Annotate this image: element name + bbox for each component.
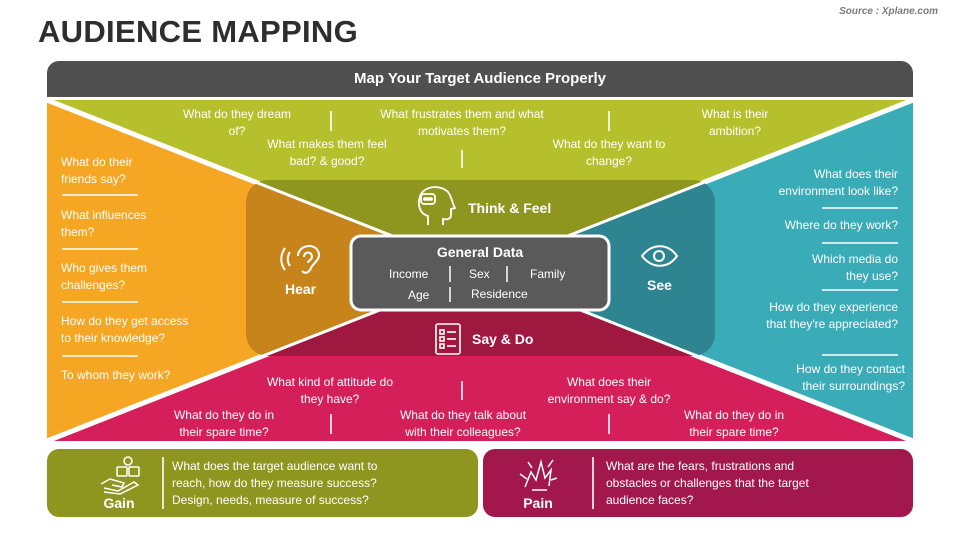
see-question: How do they experience that they're appr… xyxy=(766,300,898,331)
pain-burst-icon xyxy=(519,459,558,491)
checklist-icon xyxy=(435,323,461,355)
pain-text: What are the fears, frustrations and obs… xyxy=(606,459,809,507)
think-feel-question: What do they want to change? xyxy=(552,137,666,168)
coins-hand-icon xyxy=(100,456,140,495)
think-feel-question: What do they dream of? xyxy=(182,107,292,138)
say-do-question: What do they do in their spare time? xyxy=(173,408,275,439)
say-do-question: What do they do in their spare time? xyxy=(683,408,785,439)
say-do-region xyxy=(47,272,913,441)
hear-question: What influences them? xyxy=(61,208,147,239)
hear-question: Who gives them challenges? xyxy=(61,261,148,292)
question-dividers xyxy=(62,111,898,434)
think-feel-question: What is their ambition? xyxy=(701,107,769,138)
see-question: Which media do they use? xyxy=(811,252,898,283)
think-feel-question: What frustrates them and what motivates … xyxy=(380,107,544,138)
general-data-item: Age xyxy=(408,288,430,302)
say-do-question: What does their environment say & do? xyxy=(547,375,671,406)
hear-question: How do they get access to their knowledg… xyxy=(61,314,189,345)
think-feel-inner xyxy=(246,180,715,272)
see-question: How do they contact their surroundings? xyxy=(796,362,905,393)
general-data-item: Sex xyxy=(469,267,490,281)
hear-inner xyxy=(246,180,480,356)
source-note: Source : Xplane.com xyxy=(839,6,938,17)
gain-label: Gain xyxy=(103,495,135,511)
hear-question: What do their friends say? xyxy=(61,155,133,186)
eye-icon xyxy=(640,245,679,267)
say-do-question: What do they talk about with their colle… xyxy=(399,408,527,439)
gain-box xyxy=(47,449,478,517)
general-data-item: Family xyxy=(530,267,566,281)
general-data-item: Income xyxy=(389,267,429,281)
general-data-item: Residence xyxy=(471,287,528,301)
think-feel-question: What makes them feel bad? & good? xyxy=(267,137,387,168)
page-title: AUDIENCE MAPPING xyxy=(38,14,358,49)
see-label: See xyxy=(647,277,672,293)
gain-text: What does the target audience want to re… xyxy=(172,459,378,507)
general-data-title: General Data xyxy=(436,244,524,260)
see-question: What does their environment look like? xyxy=(778,167,898,198)
say-do-label: Say & Do xyxy=(472,331,534,347)
pain-label: Pain xyxy=(523,495,553,511)
pain-box xyxy=(483,449,913,517)
hear-question: To whom they work? xyxy=(61,368,171,382)
banner: Map Your Target Audience Properly xyxy=(47,61,913,97)
general-data-box xyxy=(349,234,611,312)
see-inner xyxy=(480,180,715,356)
hear-label: Hear xyxy=(285,281,317,297)
say-do-question: What kind of attitude do they have? xyxy=(266,375,394,406)
head-thinking-icon xyxy=(417,186,457,225)
see-question: Where do they work? xyxy=(784,218,898,232)
ear-icon xyxy=(280,244,320,274)
think-feel-label: Think & Feel xyxy=(468,200,552,216)
